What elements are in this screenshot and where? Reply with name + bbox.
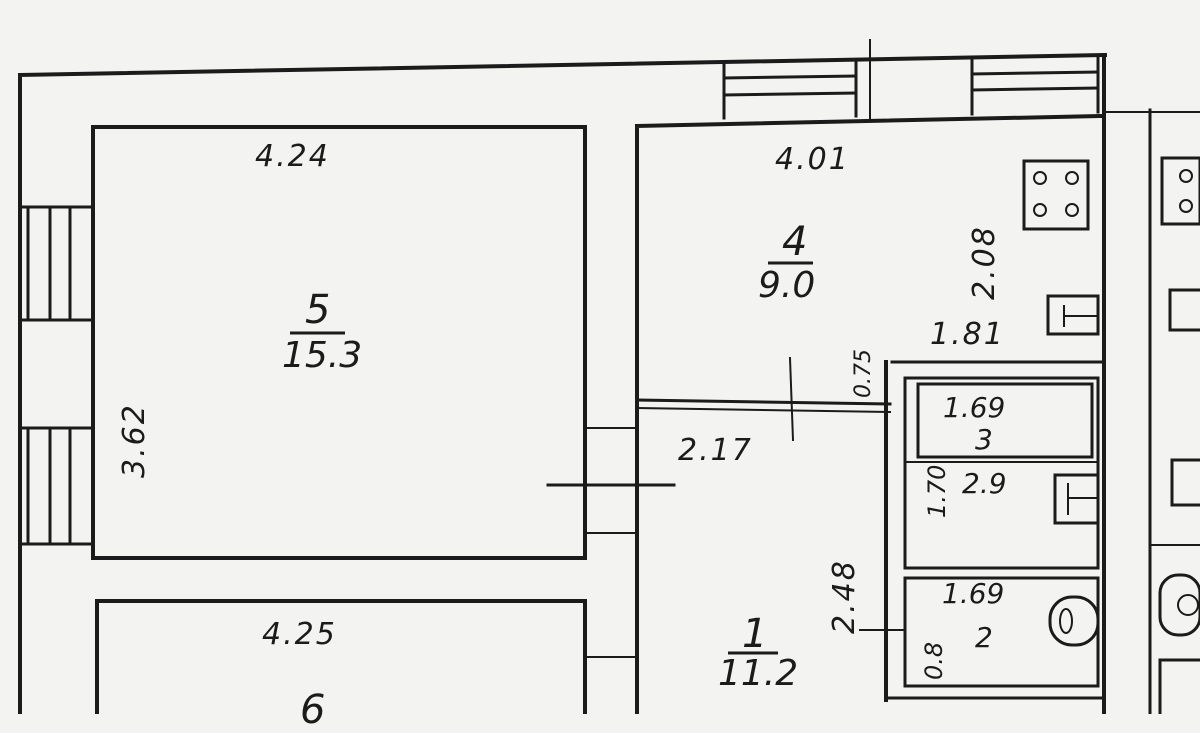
passage-width: 0.75 [851, 349, 876, 398]
room-3-number: 3 [975, 423, 993, 456]
window-top-right [970, 54, 1100, 116]
window-left-bottom [18, 426, 95, 546]
room-3-depth: 1.70 [923, 464, 951, 518]
room-2-number: 2 [975, 621, 993, 654]
room-5 [91, 125, 587, 560]
room-4 [634, 113, 1103, 714]
stove [1022, 159, 1090, 231]
room-1-number: 1 [742, 611, 768, 657]
room-5-width: 4.24 [255, 139, 330, 174]
corridor-width: 1.81 [930, 317, 1005, 352]
room-5-area: 15.3 [282, 335, 363, 376]
floor-plan [17, 39, 1200, 714]
toilet-neighbor [1158, 573, 1200, 637]
room-4-area: 9.0 [758, 265, 816, 306]
room-3 [903, 376, 1100, 570]
door-swing-mark [788, 356, 795, 442]
room-2 [903, 576, 1100, 688]
room-2-width: 1.69 [942, 577, 1005, 610]
room-2-depth: 0.8 [920, 641, 948, 680]
room-6-width: 4.25 [262, 617, 337, 652]
room-4-depth: 2.08 [967, 225, 1002, 300]
room-3-area: 2.9 [962, 467, 1007, 500]
room-1-width: 2.17 [678, 433, 753, 468]
room-6-number: 6 [300, 687, 326, 733]
room-1-area: 11.2 [718, 653, 799, 694]
room-4-number: 4 [782, 219, 808, 265]
outer-wall [17, 52, 1108, 714]
room-5-depth: 3.62 [117, 403, 152, 478]
room-1-depth: 2.48 [827, 559, 862, 634]
room-3-width: 1.69 [943, 391, 1006, 424]
room-5-number: 5 [305, 287, 331, 333]
room-6 [95, 599, 587, 714]
room-4-bottom-wall [635, 398, 892, 406]
window-left-top [18, 205, 95, 322]
room-4-width: 4.01 [775, 142, 850, 177]
window-top-left [722, 58, 858, 120]
stove-neighbor [1160, 156, 1200, 226]
toilet [1048, 595, 1100, 647]
bathtub [916, 382, 1094, 459]
